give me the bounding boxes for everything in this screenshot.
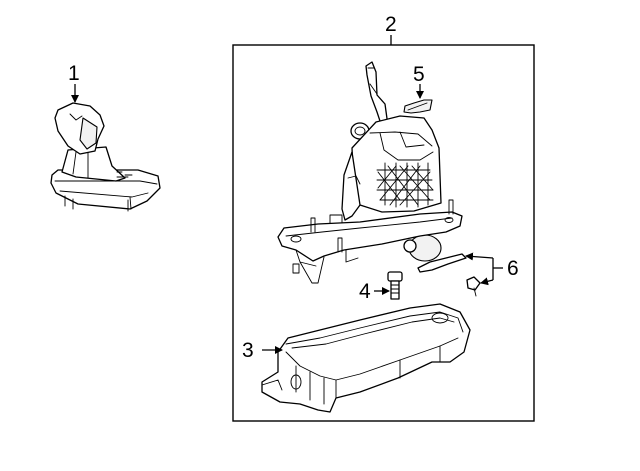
leader-6c [480, 277, 494, 286]
shift-knob-drawing [50, 102, 161, 212]
clip-drawing [403, 99, 433, 114]
shifter-assembly-drawing [277, 61, 463, 284]
callout-3-label: 3 [242, 339, 254, 362]
bolt-drawing [387, 271, 403, 300]
callout-2-label: 2 [385, 13, 397, 36]
callout-1-label: 1 [68, 62, 80, 85]
leader-6a [465, 252, 494, 261]
assembly-frame [232, 44, 535, 422]
callout-5-label: 5 [413, 63, 425, 86]
shifter-tray-drawing [261, 303, 471, 413]
callout-6-label: 6 [507, 257, 519, 280]
callout-4-label: 4 [359, 280, 371, 303]
